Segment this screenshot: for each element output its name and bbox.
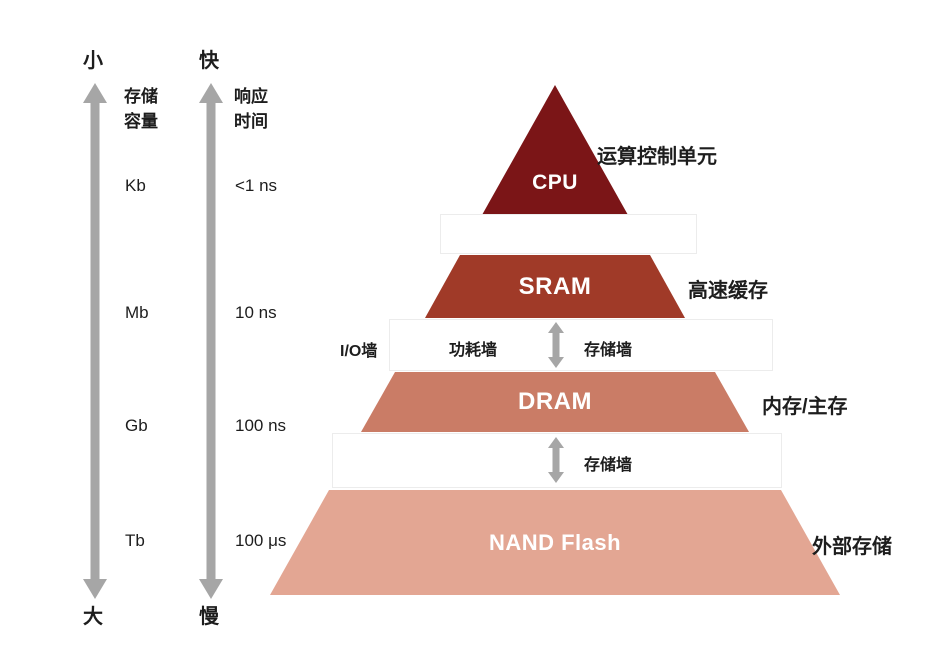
memory-wall-lower-label: 存储墙 <box>584 457 633 474</box>
cpu-label: CPU <box>532 171 578 194</box>
pyramid-level-dram: DRAM <box>361 372 749 432</box>
speed-axis-title-line1: 响应 <box>234 87 268 106</box>
speed-axis-arrow-shape <box>199 83 223 599</box>
capacity-tick-kb: Kb <box>125 176 146 195</box>
power-wall-label: 功耗墙 <box>449 342 498 359</box>
speed-tick-1ns: <1 ns <box>235 176 278 195</box>
capacity-tick-gb: Gb <box>125 416 148 435</box>
speed-axis-title: 响应 时间 <box>234 84 268 134</box>
capacity-tick-mb: Mb <box>125 303 149 322</box>
speed-axis-arrow-icon <box>199 83 223 599</box>
pyramid-level-sram: SRAM <box>425 255 685 318</box>
capacity-axis-title-line1: 存储 <box>124 87 158 106</box>
capacity-axis-title-line2: 容量 <box>124 112 158 131</box>
speed-axis-top-label: 快 <box>199 50 219 72</box>
capacity-axis-arrow-shape <box>83 83 107 599</box>
speed-tick-10ns: 10 ns <box>235 303 277 322</box>
speed-axis-title-line2: 时间 <box>234 112 268 131</box>
nand-annotation: 外部存储 <box>812 536 892 558</box>
dram-annotation: 内存/主存 <box>762 396 848 418</box>
io-wall-label: I/O墙 <box>340 343 378 360</box>
dram-label: DRAM <box>518 388 592 415</box>
capacity-axis-arrow-icon <box>83 83 107 599</box>
sram-annotation: 高速缓存 <box>688 280 768 302</box>
dram-nand-double-arrow-icon <box>548 437 564 483</box>
capacity-axis-top-label: 小 <box>83 50 103 72</box>
pyramid-level-nand-flash: NAND Flash <box>270 490 840 595</box>
sram-dram-double-arrow-icon <box>548 322 564 368</box>
capacity-tick-tb: Tb <box>125 531 145 550</box>
speed-tick-100us: 100 μs <box>235 531 287 550</box>
speed-tick-100ns: 100 ns <box>235 416 287 435</box>
capacity-axis-bottom-label: 大 <box>83 606 103 628</box>
nand-flash-label: NAND Flash <box>488 529 622 555</box>
gap-box-sram-dram <box>389 319 773 371</box>
dram-nand-double-arrow-shape <box>548 437 564 483</box>
sram-label: SRAM <box>518 272 592 300</box>
gap-box-cpu-sram <box>440 214 697 254</box>
sram-dram-double-arrow-shape <box>548 322 564 368</box>
cpu-annotation: 运算控制单元 <box>597 146 717 168</box>
speed-axis-bottom-label: 慢 <box>199 606 219 628</box>
memory-wall-upper-label: 存储墙 <box>584 342 633 359</box>
capacity-axis-title: 存储 容量 <box>124 84 158 134</box>
pyramid-level-cpu: CPU <box>482 85 628 215</box>
